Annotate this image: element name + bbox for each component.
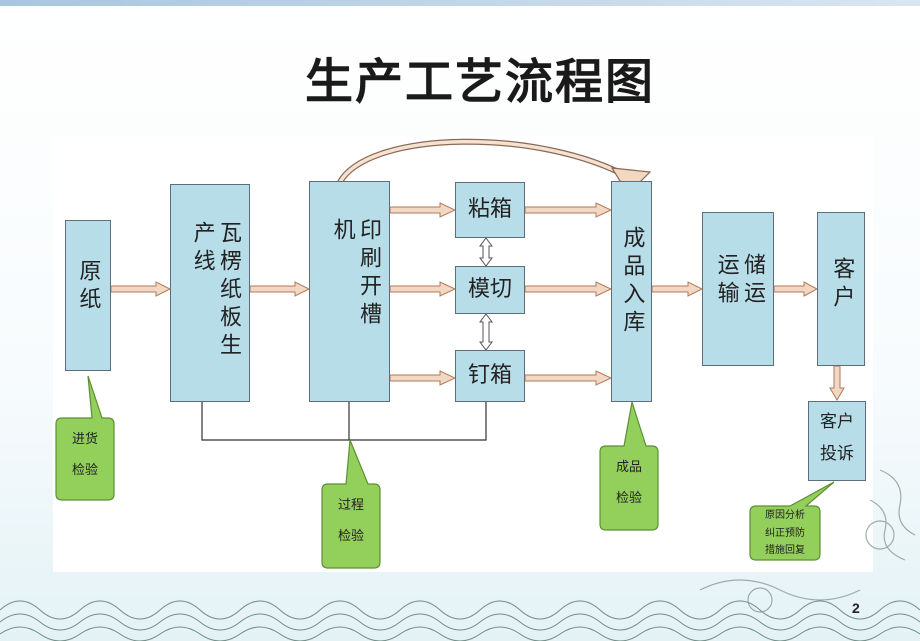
bypass-curve-arrow [337,138,632,184]
double-arrows [479,237,493,351]
corrugated-line-label: 瓦楞纸板生产线 [189,221,241,361]
arrow-diecut-to-warehouse [524,281,613,297]
die-cut-label: 模切 [467,277,512,302]
dragon-ornament [699,469,916,613]
process-callout-shape [321,439,381,569]
incoming-callout-shape [55,375,115,501]
warehouse-label: 成品入库 [619,226,645,338]
printer-slotter-box: 印刷开槽机 [309,181,390,402]
gluing-box: 粘箱 [455,182,525,238]
corrective-line2: 纠正预防 [765,527,805,539]
stitching-box: 钉箱 [455,350,525,402]
product-callout-shape [599,401,659,531]
callout-shapes [55,375,835,569]
corrugated-line-box: 瓦楞纸板生产线 [170,184,250,402]
process-line2: 检验 [337,529,364,545]
corrective-line3: 措施回复 [765,545,805,556]
process-inspection-label: 过程 检验 [322,490,380,552]
customer-box: 客户 [817,212,865,366]
incoming-inspection-label: 进货 检验 [56,424,114,486]
die-cut-box: 模切 [455,266,525,314]
top-accent-bar [0,0,920,6]
arrow-raw-to-line [110,281,172,297]
wave-decoration [0,600,920,641]
product-line2: 检验 [615,491,642,507]
arrow-printer-to-glue [389,202,457,218]
complaint-label-line1: 客户 [820,412,854,432]
arrow-line-to-printer [249,281,311,297]
corrective-line1: 原因分析 [765,510,805,521]
arrow-printer-to-diecut [389,281,457,297]
warehouse-box: 成品入库 [611,181,652,402]
raw-paper-box: 原纸 [65,220,111,371]
printer-slotter-label: 印刷开槽机 [329,218,381,330]
process-line1: 过程 [337,498,364,513]
incoming-line2: 检验 [71,463,98,479]
page-title: 生产工艺流程图 [304,54,655,110]
process-inspection-bracket [201,402,487,441]
incoming-line1: 进货 [71,432,98,447]
arrow-customer-to-complaint [829,365,845,401]
gluing-label: 粘箱 [467,197,512,222]
logistics-box: 储运运输 [702,212,774,366]
stitching-label: 钉箱 [467,363,512,388]
arrow-printer-to-stitch [389,370,457,386]
product-line1: 成品 [615,460,642,475]
corrective-action-label: 原因分析 纠正预防 措施回复 [750,507,820,560]
complaint-label-line2: 投诉 [820,444,854,464]
customer-label: 客户 [829,257,855,313]
corrective-callout-shape [749,481,835,561]
logistics-label: 储运运输 [713,253,765,309]
arrow-glue-to-warehouse [524,202,613,218]
arrow-logistics-to-customer [773,281,819,297]
arrow-warehouse-to-logistics [651,281,704,297]
complaint-box: 客户 投诉 [808,401,866,481]
arrow-stitch-to-warehouse [524,370,613,386]
product-inspection-label: 成品 检验 [600,452,658,514]
page-number: 2 [852,600,860,616]
raw-paper-label: 原纸 [75,259,101,315]
flow-arrows [110,202,845,401]
